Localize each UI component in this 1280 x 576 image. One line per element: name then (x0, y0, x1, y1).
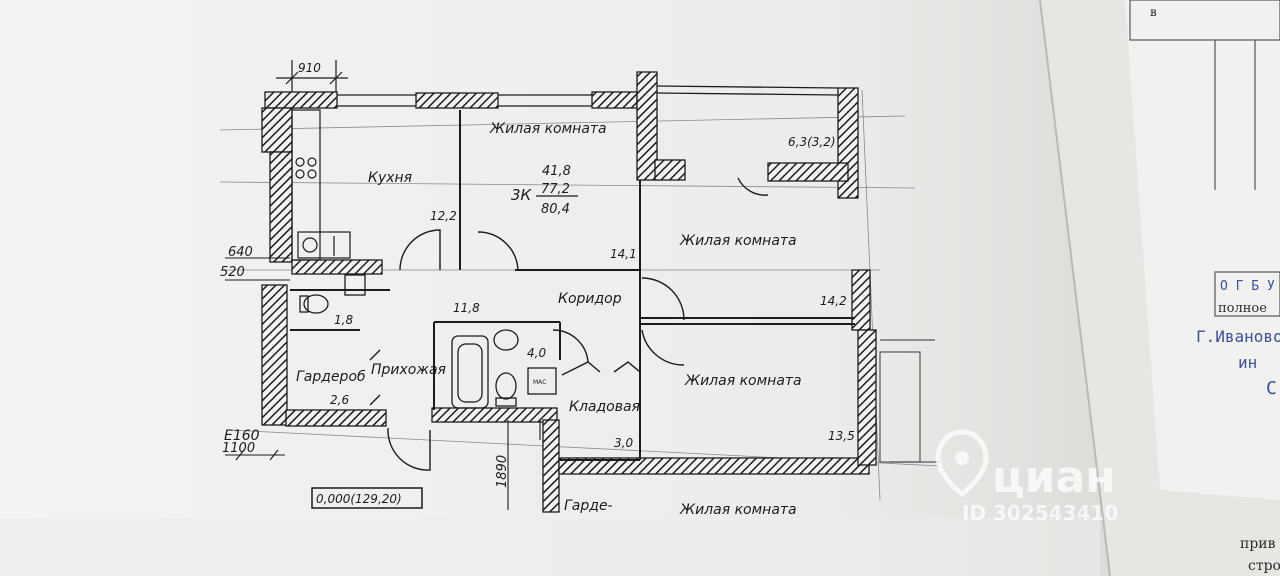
watermark-id: ID 302543410 (962, 501, 1118, 525)
room-wardrobe: Гардероб (296, 369, 366, 385)
side-doc-corner: в (1150, 5, 1157, 19)
living-low-area: 13,5 (828, 429, 855, 443)
dimension-top (276, 60, 348, 92)
dim-520: 520 (220, 265, 245, 280)
dim-640: 640 (228, 245, 253, 260)
wardrobe-area: 2,6 (330, 393, 349, 407)
kitchen-fixtures (291, 109, 351, 261)
area-total-balcony: 80,4 (541, 202, 570, 217)
side-document-table (1129, 0, 1280, 317)
corridor-area: 11,8 (453, 301, 480, 315)
cian-logo-icon (935, 429, 989, 498)
storage-area: 3,0 (614, 436, 633, 450)
stamp-line-3: ин (1238, 353, 1257, 372)
bath-area: 4,0 (527, 346, 546, 360)
room-neighbor-wardrobe: Гарде- (564, 498, 613, 514)
dim-e160: E160 (224, 428, 260, 444)
sheet-edge (1039, 0, 1111, 576)
dim-1100: 1100 (222, 441, 255, 456)
room-living-top: Жилая комната (489, 121, 607, 137)
bath-fixtures (299, 274, 557, 409)
wc-area: 1,8 (334, 313, 353, 327)
balcony-area: 6,3(3,2) (788, 135, 836, 149)
level-box (311, 487, 423, 509)
doors (369, 177, 769, 471)
room-living-low: Жилая комната (684, 373, 802, 389)
stamp-line-city: Г.Иваново, (1196, 327, 1280, 346)
room-corridor: Коридор (558, 291, 622, 307)
watermark-brand: циан (992, 452, 1116, 503)
room-hall: Прихожая (371, 362, 446, 378)
apt-type: 3К (511, 186, 533, 204)
dim-910: 910 (298, 61, 321, 75)
level-label: 0,000(129,20) (316, 492, 402, 506)
side-doc-bottom-2: стро (1248, 558, 1280, 574)
room-storage: Кладовая (569, 399, 640, 415)
washer-label: МАС (533, 379, 546, 386)
room-living-mid: Жилая комната (679, 233, 797, 249)
living-mid-area: 14,2 (820, 294, 847, 308)
paper-lower-band (0, 518, 1100, 576)
kitchen-area: 12,2 (430, 209, 457, 223)
dim-1890: 1890 (495, 455, 510, 488)
neighbor-structure (879, 339, 940, 463)
walls (261, 71, 877, 513)
side-doc-bottom-1: прив (1240, 536, 1276, 552)
left-dimensions (225, 257, 541, 510)
side-document-front (1125, 0, 1280, 500)
living-top-area: 14,1 (610, 247, 637, 261)
side-doc-line-1: полное (1218, 301, 1267, 316)
interior-walls (290, 110, 855, 461)
stamp-header: О Г Б У (1220, 279, 1275, 294)
area-living: 41,8 (542, 164, 571, 179)
room-kitchen: Кухня (368, 170, 412, 186)
stamp-line-4: С (1266, 378, 1277, 399)
room-neighbor-living: Жилая комната (679, 502, 797, 518)
area-total: 77,2 (541, 182, 570, 197)
